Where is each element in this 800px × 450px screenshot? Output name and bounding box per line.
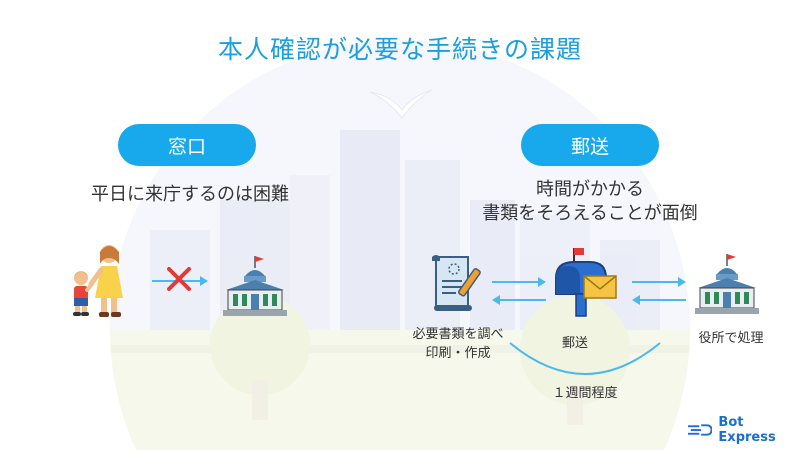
arrow-office-to-mail <box>632 295 686 305</box>
brand-logo: Bot Express <box>688 415 800 445</box>
counter-description: 平日に来庁するのは困難 <box>91 184 289 205</box>
mail-description-line1: 時間がかかる <box>536 179 644 200</box>
step-office: 役所で処理 <box>698 331 764 346</box>
step-mailing: 郵送 <box>561 336 588 351</box>
arrow-doc-to-mail <box>492 277 546 287</box>
counter-label-badge: 窓口 <box>118 124 256 166</box>
mail-label-badge: 郵送 <box>521 124 659 166</box>
arrow-mail-to-doc <box>492 295 546 305</box>
page-title: 本人確認が必要な手続きの課題 <box>217 35 582 64</box>
mail-label: 郵送 <box>570 135 609 158</box>
duration-arc <box>509 342 661 375</box>
arrow-mail-to-office <box>632 277 686 287</box>
logo-icon <box>688 424 713 436</box>
government-building-icon <box>223 256 287 316</box>
document-pen-icon <box>432 255 481 311</box>
mail-description-line2: 書類をそろえることが面倒 <box>482 203 698 224</box>
logo-text: Bot Express <box>718 415 776 445</box>
duration-label: １週間程度 <box>552 386 618 401</box>
parent-child-icon <box>73 245 123 317</box>
mailbox-icon <box>555 248 617 317</box>
government-building-icon <box>695 254 759 314</box>
step-prepare-line1: 必要書類を調べ <box>412 327 504 342</box>
counter-label: 窓口 <box>167 135 206 158</box>
cross-icon <box>167 267 191 291</box>
step-prepare-line2: 印刷・作成 <box>425 346 491 361</box>
